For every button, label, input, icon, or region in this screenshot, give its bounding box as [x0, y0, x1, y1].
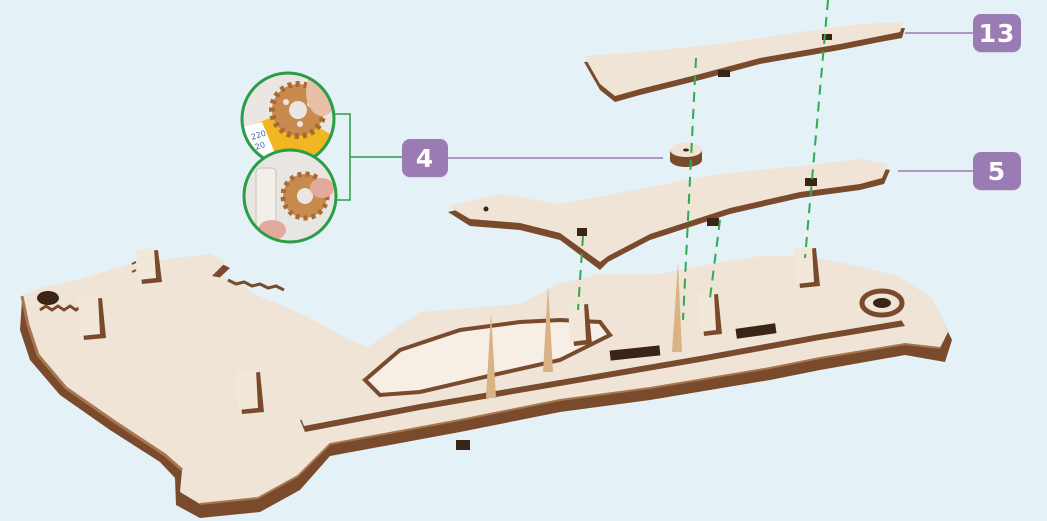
part-13-plate	[584, 22, 905, 102]
base-frame-face	[22, 254, 948, 504]
callout-lines	[448, 32, 973, 172]
base-pegs	[78, 246, 820, 414]
peg	[568, 302, 592, 346]
peg	[131, 248, 162, 284]
detail-circle-gear-shaft	[242, 148, 338, 244]
base-frame-part	[20, 254, 952, 518]
peg	[698, 292, 722, 336]
ruler-mark-20: 20	[254, 140, 266, 152]
peg	[236, 370, 264, 414]
step-badge-13: 13	[973, 14, 1021, 52]
ruler-mark-220: 220	[250, 129, 267, 142]
peg	[78, 296, 106, 340]
spacer-disc	[670, 143, 702, 167]
step-badge-5: 5	[973, 152, 1021, 190]
base-frame-hole-left	[37, 291, 59, 305]
part-5-plate	[448, 159, 890, 270]
peg	[794, 246, 820, 288]
alignment-guides	[577, 0, 829, 321]
toothpicks	[486, 262, 682, 398]
step-badge-4: 4	[402, 139, 448, 177]
bracket	[332, 113, 402, 201]
